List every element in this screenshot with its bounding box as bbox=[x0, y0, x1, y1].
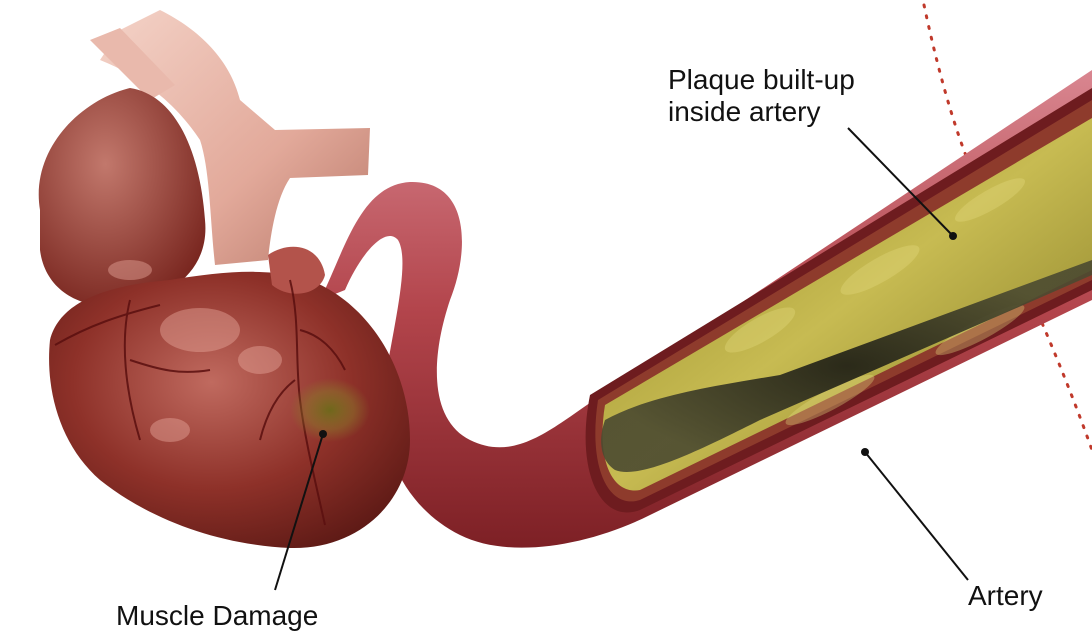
plaque-label-line2: inside artery bbox=[668, 96, 855, 128]
artery-pointer-dot bbox=[861, 448, 869, 456]
plaque-pointer-dot bbox=[949, 232, 957, 240]
muscle-pointer-dot bbox=[319, 430, 327, 438]
artery-label: Artery bbox=[968, 580, 1043, 612]
artery-leader-line bbox=[865, 452, 968, 580]
muscle-damage-area bbox=[290, 378, 370, 442]
plaque-label: Plaque built-up inside artery bbox=[668, 64, 855, 128]
muscle-damage-label: Muscle Damage bbox=[116, 600, 318, 632]
plaque-label-line1: Plaque built-up bbox=[668, 64, 855, 96]
